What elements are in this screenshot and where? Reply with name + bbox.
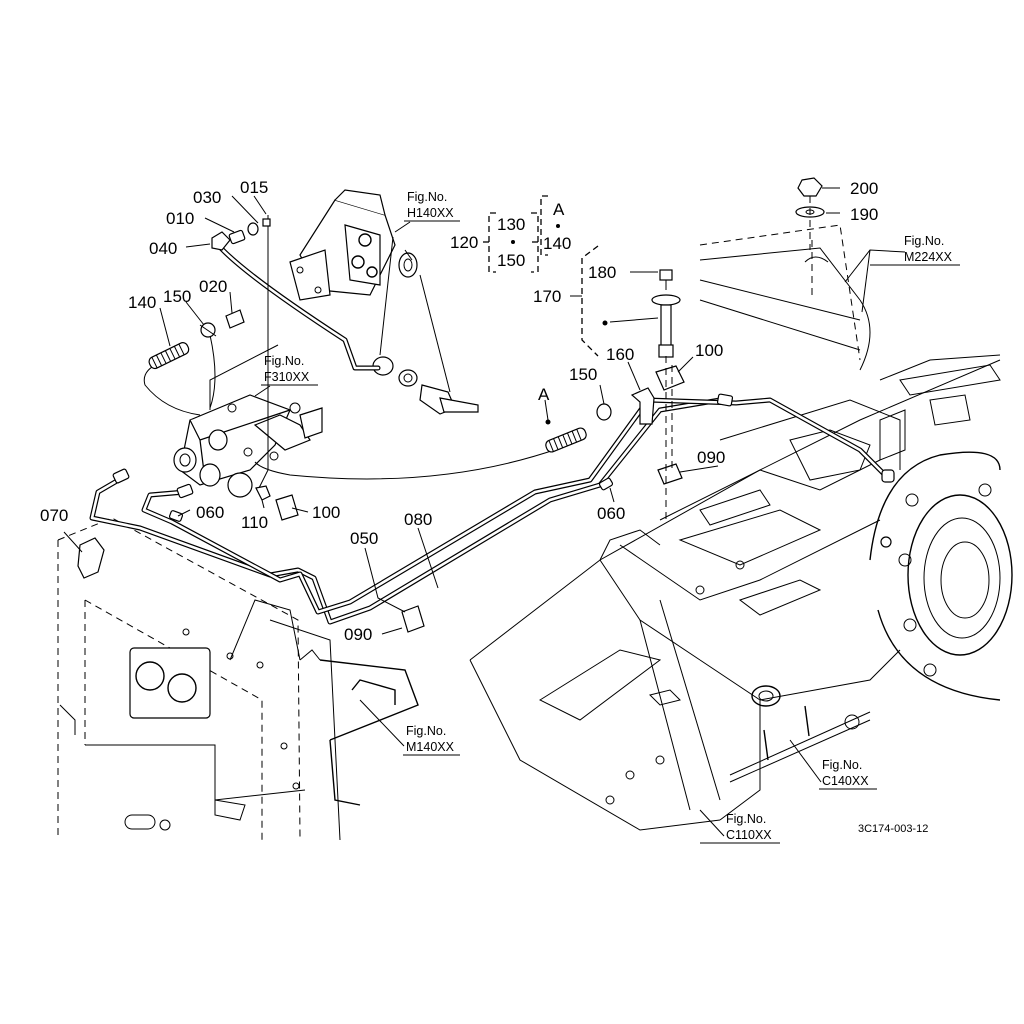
svg-text:F310XX: F310XX — [264, 370, 310, 384]
mark-a-hose: A — [538, 385, 550, 404]
part-label-130: 130 — [497, 215, 525, 234]
part-label-160: 160 — [606, 345, 634, 364]
part-label-010: 010 — [166, 209, 194, 228]
part-label-150: 150 — [163, 287, 191, 306]
leader-lines — [63, 187, 906, 837]
flywheel-housing — [869, 354, 1013, 701]
svg-text:M224XX: M224XX — [904, 250, 953, 264]
part-label-080: 080 — [404, 510, 432, 529]
part-label-110: 110 — [241, 513, 268, 532]
svg-text:H140XX: H140XX — [407, 206, 454, 220]
part-label-070: 070 — [40, 506, 68, 525]
svg-text:M140XX: M140XX — [406, 740, 455, 754]
svg-text:Fig.No.: Fig.No. — [904, 234, 944, 248]
svg-text:Fig.No.: Fig.No. — [726, 812, 766, 826]
part-label-120: 120 — [450, 233, 478, 252]
cover-plate-m224 — [699, 224, 871, 371]
part-label-140-group: 140 — [543, 234, 571, 253]
small-fittings — [77, 177, 825, 633]
mark-a-group: A — [553, 200, 565, 219]
steering-fittings — [372, 236, 479, 415]
figure-references: Fig.No. H140XX Fig.No. F310XX Fig.No. M2… — [261, 190, 960, 844]
svg-text:Fig.No.: Fig.No. — [407, 190, 447, 204]
steering-unit — [289, 189, 418, 301]
part-label-060-right: 060 — [597, 504, 625, 523]
part-label-140: 140 — [128, 293, 156, 312]
svg-text:C140XX: C140XX — [822, 774, 869, 788]
part-label-100-top: 100 — [695, 341, 723, 360]
svg-text:Fig.No.: Fig.No. — [822, 758, 862, 772]
fender-panel — [57, 517, 341, 841]
part-label-015: 015 — [240, 178, 268, 197]
svg-text:Fig.No.: Fig.No. — [264, 354, 304, 368]
figure-ref-c110: Fig.No. C110XX — [700, 812, 780, 844]
control-valve — [173, 394, 323, 498]
part-label-150-right: 150 — [569, 365, 597, 384]
part-label-200: 200 — [850, 179, 878, 198]
transmission-case — [469, 359, 1001, 831]
group-brackets — [483, 195, 599, 357]
svg-text:C110XX: C110XX — [726, 828, 772, 842]
figure-ref-h140: Fig.No. H140XX — [404, 190, 460, 222]
part-label-150-group: 150 — [497, 251, 525, 270]
part-label-030: 030 — [193, 188, 221, 207]
part-label-040: 040 — [149, 239, 177, 258]
part-label-050: 050 — [350, 529, 378, 548]
figure-ref-m224: Fig.No. M224XX — [870, 234, 960, 266]
part-label-060-left: 060 — [196, 503, 224, 522]
hydraulic-pipes — [89, 242, 895, 625]
part-labels: 015 030 010 040 020 150 140 120 130 150 … — [40, 178, 878, 644]
part-label-020: 020 — [199, 277, 227, 296]
part-label-180: 180 — [588, 263, 616, 282]
document-code: 3C174-003-12 — [858, 823, 928, 835]
part-label-090-bottom: 090 — [344, 625, 372, 644]
part-label-170: 170 — [533, 287, 561, 306]
hose-springs — [148, 342, 587, 453]
svg-text:Fig.No.: Fig.No. — [406, 724, 446, 738]
part-label-090-right: 090 — [697, 448, 725, 467]
figure-ref-c140: Fig.No. C140XX — [819, 758, 877, 790]
bracket-m140 — [299, 649, 419, 806]
figure-ref-m140: Fig.No. M140XX — [403, 724, 460, 756]
part-label-100-bottom: 100 — [312, 503, 340, 522]
part-label-190: 190 — [850, 205, 878, 224]
figure-ref-f310: Fig.No. F310XX — [261, 354, 318, 386]
